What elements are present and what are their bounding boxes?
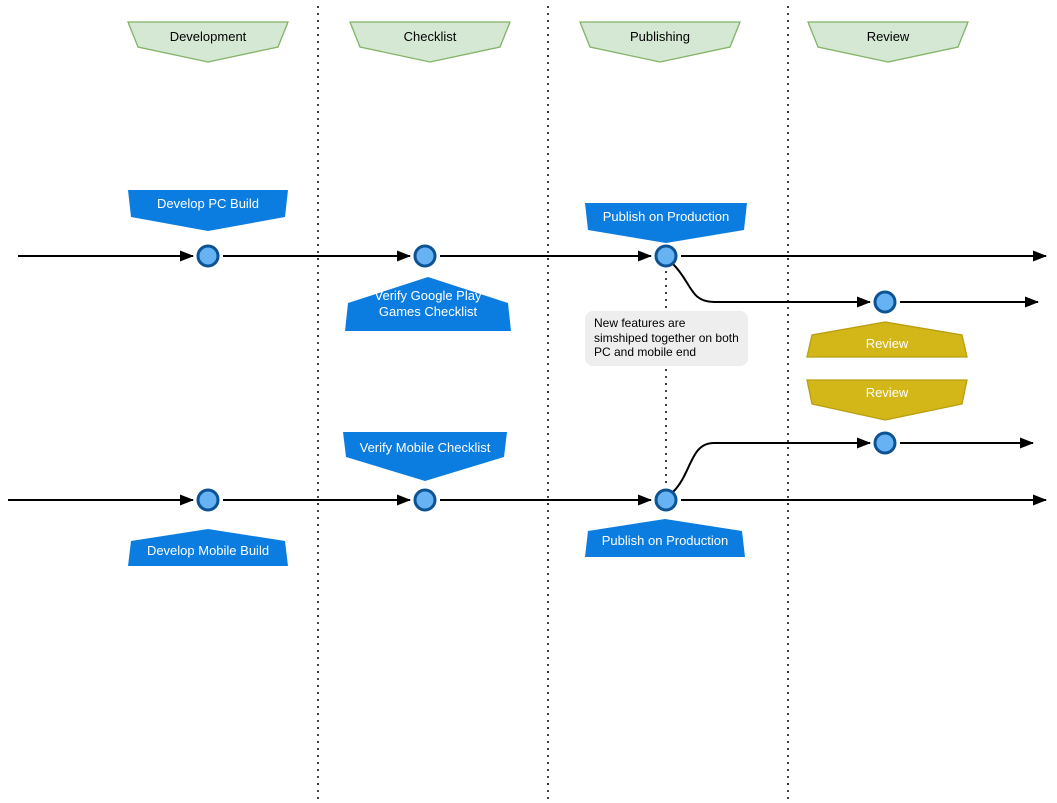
milestone-verify-pc — [413, 244, 437, 268]
banner-develop-mobile-build — [128, 529, 288, 566]
lane-header-development-shape — [127, 21, 289, 63]
milestone-nodes — [196, 244, 897, 512]
banner-verify-mobile-checklist — [343, 432, 507, 481]
milestone-develop-pc — [196, 244, 220, 268]
pc-review-branch — [672, 263, 871, 308]
task-banners — [128, 190, 747, 566]
milestone-verify-mobile — [413, 488, 437, 512]
lane-header-banners — [127, 21, 969, 63]
mobile-timeline — [8, 437, 1047, 506]
lane-header-publishing-shape — [579, 21, 741, 63]
banner-review-mobile — [806, 379, 968, 421]
pc-timeline — [18, 250, 1047, 308]
banner-review-pc — [806, 321, 968, 358]
lane-separators — [317, 6, 789, 801]
milestone-publish-pc — [654, 244, 678, 268]
banner-verify-google-play — [345, 277, 511, 331]
simship-note: New features are simshiped together on b… — [585, 311, 748, 366]
lane-header-review-shape — [807, 21, 969, 63]
lane-header-checklist-shape — [349, 21, 511, 63]
banner-publish-production-pc — [585, 203, 747, 243]
banner-publish-production-mobile — [585, 519, 745, 557]
milestone-develop-mobile — [196, 488, 220, 512]
milestone-publish-mobile — [654, 488, 678, 512]
note-line-3: PC and mobile end — [594, 345, 697, 359]
banner-develop-pc-build — [128, 190, 288, 231]
note-line-1: New features are — [594, 316, 686, 330]
mobile-review-branch — [672, 437, 871, 493]
milestone-review-mobile — [873, 431, 897, 455]
note-line-2: simshiped together on both — [594, 330, 739, 345]
review-banners — [806, 321, 968, 421]
milestone-review-pc — [873, 290, 897, 314]
